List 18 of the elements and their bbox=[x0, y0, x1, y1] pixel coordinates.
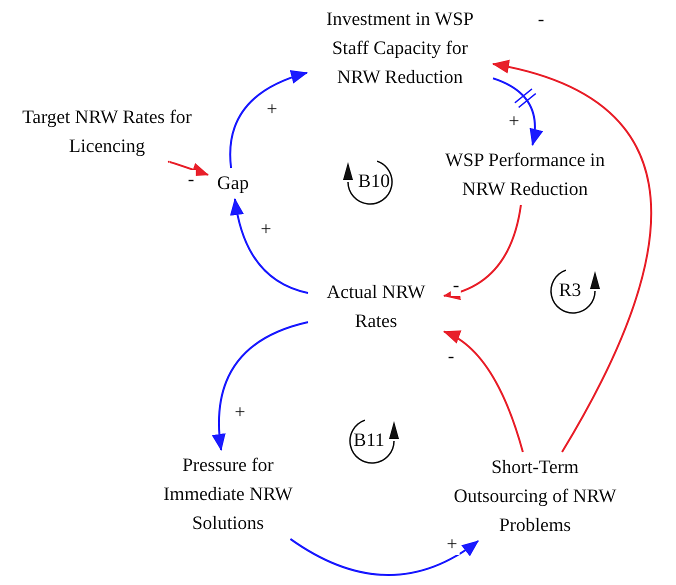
causal-arrow bbox=[492, 60, 652, 452]
variable-label: Gap bbox=[211, 169, 255, 198]
variable-label: Target NRW Rates for Licencing bbox=[12, 103, 202, 161]
causal-arrow bbox=[229, 70, 308, 168]
variable-label: Investment in WSP Staff Capacity for NRW Reduction bbox=[310, 5, 490, 92]
causal-arrow bbox=[169, 161, 209, 176]
causal-arrow bbox=[443, 204, 522, 300]
variable-label: Actual NRW Rates bbox=[311, 278, 441, 336]
causal-arrow bbox=[290, 538, 479, 576]
loop-label: R3 bbox=[558, 281, 582, 301]
loop-label: B10 bbox=[358, 172, 390, 192]
causal-arrow bbox=[212, 321, 308, 451]
loop-label: B11 bbox=[354, 431, 384, 451]
causal-arrow bbox=[443, 330, 524, 452]
variable-label: WSP Performance in NRW Reduction bbox=[440, 146, 610, 204]
variable-label: Pressure for Immediate NRW Solutions bbox=[143, 451, 313, 538]
causal-arrow bbox=[492, 77, 543, 146]
causal-arrow bbox=[230, 198, 308, 294]
